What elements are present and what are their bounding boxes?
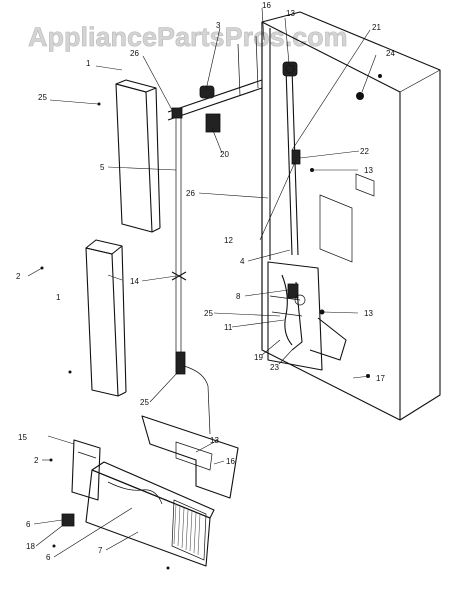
callout-6-top: 6 bbox=[26, 520, 31, 529]
callout-25-upper: 25 bbox=[38, 93, 47, 102]
callout-13-right: 13 bbox=[364, 166, 373, 175]
callout-1-upper: 1 bbox=[86, 59, 91, 68]
callout-8: 8 bbox=[236, 292, 241, 301]
callout-19: 19 bbox=[254, 353, 263, 362]
callout-22: 22 bbox=[360, 147, 369, 156]
callout-18: 18 bbox=[26, 542, 35, 551]
base-grille bbox=[85, 461, 215, 567]
callout-16-bottom: 16 bbox=[226, 457, 235, 466]
leader-lines bbox=[27, 7, 377, 558]
callout-7: 7 bbox=[98, 546, 103, 555]
callout-21: 21 bbox=[372, 23, 381, 32]
lower-duct-cover bbox=[85, 239, 127, 397]
callout-3: 3 bbox=[216, 21, 221, 30]
callout-11: 11 bbox=[224, 323, 233, 332]
callout-12: 12 bbox=[224, 236, 233, 245]
callout-23: 23 bbox=[270, 363, 279, 372]
callout-17: 17 bbox=[376, 374, 385, 383]
callout-14: 14 bbox=[130, 277, 139, 286]
callout-13-bottom: 13 bbox=[210, 436, 219, 445]
grille-slots bbox=[173, 503, 201, 556]
callout-5: 5 bbox=[100, 163, 105, 172]
callout-1-lower: 1 bbox=[56, 293, 61, 302]
top-wiring bbox=[167, 35, 263, 372]
lower-bracket bbox=[141, 415, 239, 499]
callout-25-mid: 25 bbox=[204, 309, 213, 318]
callout-24: 24 bbox=[386, 49, 395, 58]
screws bbox=[40, 74, 382, 570]
lower-compartment bbox=[267, 261, 347, 371]
callout-2-bottom: 2 bbox=[34, 456, 39, 465]
callout-13-top: 13 bbox=[286, 9, 295, 18]
callout-26-top: 26 bbox=[130, 49, 139, 58]
callout-20: 20 bbox=[220, 150, 229, 159]
watermark-text: AppliancePartsPros.com bbox=[28, 22, 348, 52]
upper-duct-cover bbox=[115, 79, 161, 233]
drain-tube bbox=[282, 61, 301, 256]
callout-labels: 1 1 2 2 3 4 5 6 6 7 8 11 12 13 13 13 13 … bbox=[16, 1, 395, 562]
wire-clip bbox=[171, 271, 211, 435]
callout-2-left: 2 bbox=[16, 272, 21, 281]
callout-13-mid: 13 bbox=[364, 309, 373, 318]
callout-26-mid: 26 bbox=[186, 189, 195, 198]
hinge-bracket bbox=[61, 439, 101, 527]
callout-15: 15 bbox=[18, 433, 27, 442]
cabinet-back-wall bbox=[261, 11, 441, 421]
callout-4: 4 bbox=[240, 257, 245, 266]
callout-25-lower: 25 bbox=[140, 398, 149, 407]
callout-6-bottom: 6 bbox=[46, 553, 51, 562]
callout-16-top: 16 bbox=[262, 1, 271, 10]
